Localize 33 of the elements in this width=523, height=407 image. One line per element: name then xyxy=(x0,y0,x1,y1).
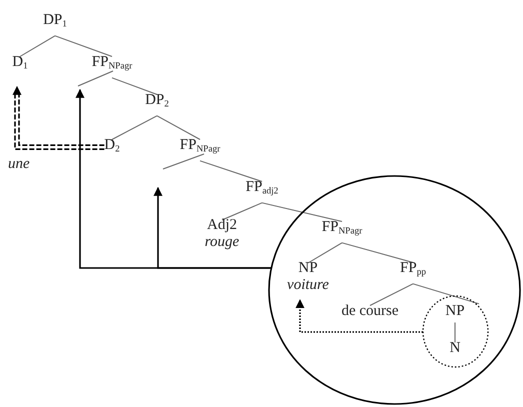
node-label: de course xyxy=(341,302,399,320)
tree-branch xyxy=(156,115,200,140)
node-label: FP$_{NPagr}$ xyxy=(92,54,132,73)
tree-branch xyxy=(262,202,342,222)
node-label: D$_{2}$ xyxy=(104,136,120,156)
node-label: FP$_{NPagr}$ xyxy=(180,136,220,156)
dashed-arrow xyxy=(296,299,423,333)
node-label: FP$_{adj2}$ xyxy=(246,178,278,198)
node-label: FP$_{NPagr}$ xyxy=(322,218,362,238)
tree-branch xyxy=(412,283,480,304)
tree-branch xyxy=(342,242,414,263)
tree-branch xyxy=(370,283,414,306)
node-label: D$_{1}$ xyxy=(12,54,28,73)
tree-branch xyxy=(112,115,158,140)
tree-branch xyxy=(20,35,56,57)
tree-branch xyxy=(200,160,262,182)
node-label: N xyxy=(450,340,460,356)
tree-branch xyxy=(54,35,112,57)
tree-branch xyxy=(308,242,342,264)
node-label: FP$_{pp}$ xyxy=(400,260,426,279)
node-label: NP xyxy=(445,302,465,320)
word-label: une xyxy=(8,156,30,173)
word-label: rouge xyxy=(204,234,240,251)
word-label: voiture xyxy=(287,277,329,294)
arrow xyxy=(154,186,272,269)
node-label: DP$_{2}$ xyxy=(145,92,169,111)
tree-branch xyxy=(112,77,158,95)
node-label: DP$_{1}$ xyxy=(43,12,67,31)
dashed-arrow xyxy=(12,86,106,150)
tree-branch xyxy=(454,322,456,343)
tree-branch xyxy=(222,202,262,220)
node-label: Adj2 xyxy=(207,217,237,234)
node-label: NP xyxy=(298,260,318,277)
